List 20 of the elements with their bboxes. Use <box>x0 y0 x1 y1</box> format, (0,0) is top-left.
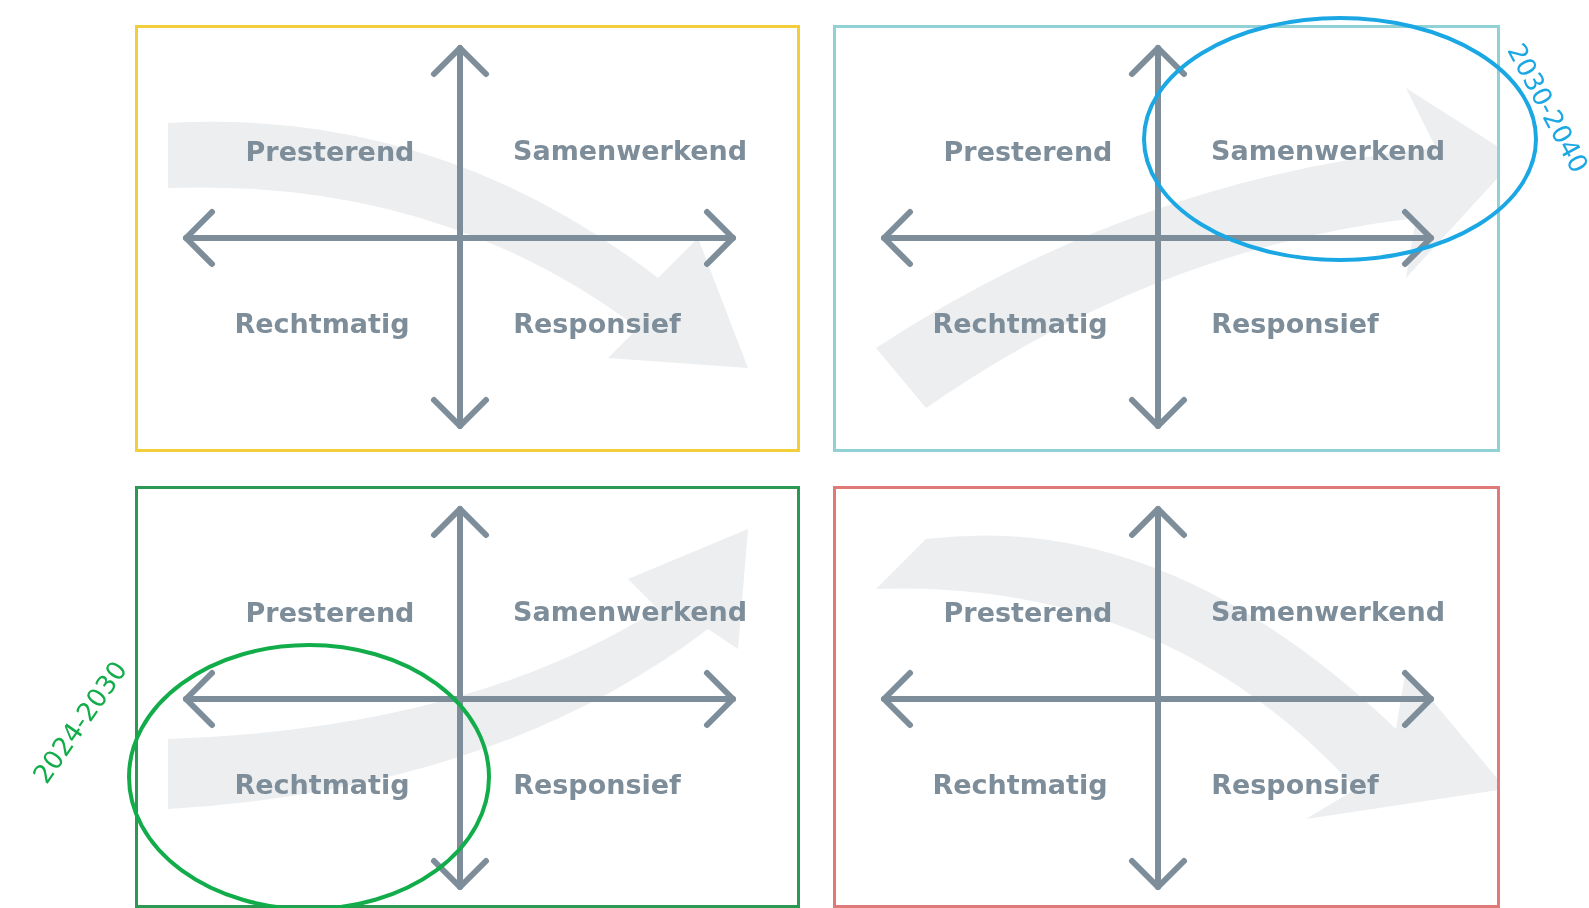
quadrant-panel <box>833 486 1500 908</box>
quadrant-label: Rechtmatig <box>932 307 1108 339</box>
quadrant-label: Presterend <box>943 135 1113 167</box>
quadrant-label: Rechtmatig <box>932 768 1108 800</box>
quadrant-label: Responsief <box>513 307 681 339</box>
quadrant-label: Presterend <box>245 596 415 628</box>
quadrant-label: Rechtmatig <box>234 768 410 800</box>
quadrant-panel <box>833 25 1500 452</box>
quadrant-label: Samenwerkend <box>513 134 747 166</box>
quadrant-label: Rechtmatig <box>234 307 410 339</box>
quadrant-label: Samenwerkend <box>1211 134 1445 166</box>
quadrant-label: Responsief <box>1211 307 1379 339</box>
quadrant-panel <box>135 486 800 908</box>
quadrant-label: Samenwerkend <box>513 595 747 627</box>
quadrant-label: Presterend <box>245 135 415 167</box>
quadrant-panel <box>135 25 800 452</box>
quadrant-label: Presterend <box>943 596 1113 628</box>
quadrant-label: Samenwerkend <box>1211 595 1445 627</box>
quadrant-label: Responsief <box>1211 768 1379 800</box>
quadrant-label: Responsief <box>513 768 681 800</box>
